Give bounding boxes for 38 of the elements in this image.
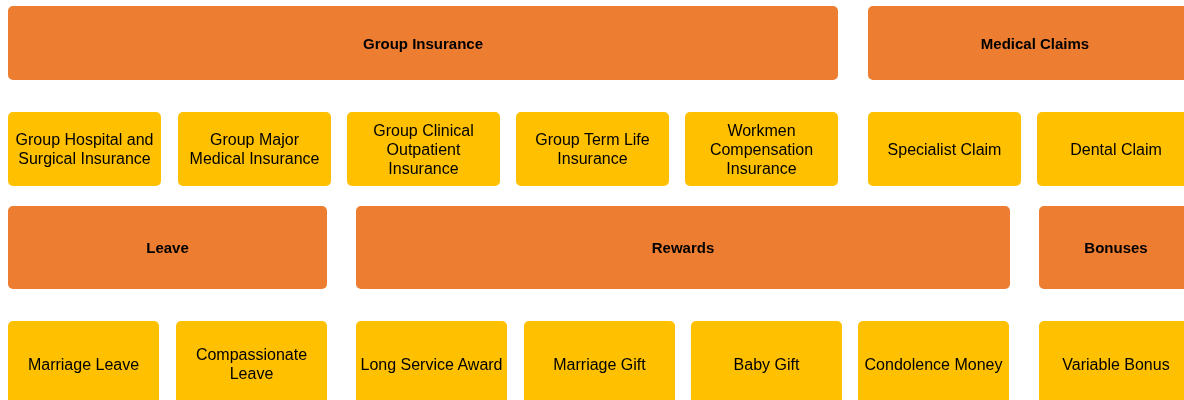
item-label: Group Term Life Insurance (534, 130, 651, 168)
item-box (691, 321, 842, 400)
category-label: Medical Claims (980, 34, 1090, 52)
item-label: Dental Claim (1070, 139, 1162, 159)
item-label: Compassionate Leave (194, 345, 309, 383)
item-label: Group Clinical Outpatient Insurance (372, 120, 475, 178)
item-box (685, 112, 838, 186)
item-label: Group Hospital and Surgical Insurance (14, 130, 155, 168)
category-label: Bonuses (1084, 239, 1148, 256)
item-box (347, 112, 500, 186)
item-box (1039, 321, 1184, 400)
category-label: Rewards (651, 239, 715, 256)
category-box (356, 206, 1010, 289)
item-box (868, 112, 1021, 186)
category-box (8, 206, 327, 289)
item-label: Workmen Compensation Insurance (708, 120, 815, 178)
item-box (8, 321, 159, 400)
item-box (858, 321, 1009, 400)
item-label: Marriage Leave (27, 354, 140, 374)
item-box (516, 112, 669, 186)
item-label: Marriage Gift (553, 354, 646, 374)
category-label: Leave (146, 239, 189, 256)
item-box (1037, 112, 1184, 186)
item-label: Variable Bonus (1062, 354, 1170, 374)
category-box (1039, 206, 1184, 289)
item-box (356, 321, 507, 400)
item-box (176, 321, 327, 400)
category-box (868, 6, 1184, 80)
item-box (8, 112, 161, 186)
item-box (524, 321, 675, 400)
item-label: Baby Gift (733, 354, 800, 374)
item-label: Long Service Award (360, 354, 503, 374)
item-box (178, 112, 331, 186)
category-box (8, 6, 838, 80)
item-label: Specialist Claim (887, 139, 1002, 159)
item-label: Condolence Money (864, 354, 1003, 374)
category-label: Group Insurance (363, 34, 483, 52)
item-label: Group Major Medical Insurance (188, 130, 321, 168)
